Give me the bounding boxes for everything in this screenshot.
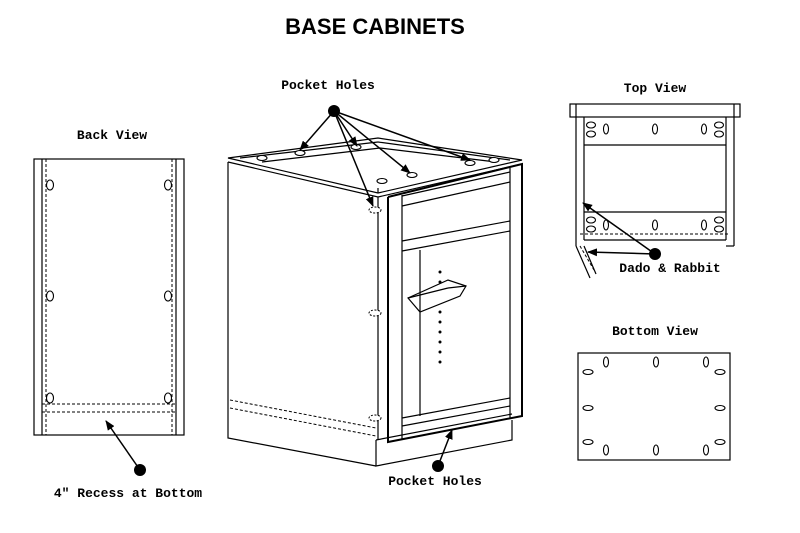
countertop-edge bbox=[569, 103, 741, 118]
top-view: Top View bbox=[569, 81, 741, 279]
diagram-title: BASE CABINETS bbox=[285, 14, 465, 39]
pocket-holes-bottom-label: Pocket Holes bbox=[388, 474, 482, 489]
cabinet-isometric-view: Pocket Holes Pocket Holes bbox=[227, 78, 523, 489]
back-view-label: Back View bbox=[77, 128, 147, 143]
dado-rabbit-label: Dado & Rabbit bbox=[619, 261, 720, 276]
back-view: Back View 4" Recess at Bottom bbox=[33, 128, 202, 501]
bottom-view-label: Bottom View bbox=[612, 324, 698, 339]
back-panel bbox=[33, 158, 185, 436]
side-pocket-holes bbox=[368, 206, 382, 422]
bottom-view: Bottom View bbox=[577, 324, 731, 461]
recess-pointer bbox=[105, 420, 146, 476]
top-view-label: Top View bbox=[624, 81, 687, 96]
top-view-pocket-holes bbox=[585, 121, 725, 233]
pocket-holes-top-label: Pocket Holes bbox=[281, 78, 375, 93]
pocket-holes-top-pointer bbox=[299, 105, 471, 207]
recess-label: 4" Recess at Bottom bbox=[54, 486, 202, 501]
shelf-pin-holes bbox=[438, 270, 442, 364]
back-view-pocket-holes bbox=[45, 179, 173, 404]
pocket-holes-bottom-pointer bbox=[432, 429, 453, 472]
bottom-view-pocket-holes bbox=[582, 356, 726, 456]
bottom-panel bbox=[577, 352, 731, 461]
dado-rabbit-pointer bbox=[582, 202, 661, 260]
